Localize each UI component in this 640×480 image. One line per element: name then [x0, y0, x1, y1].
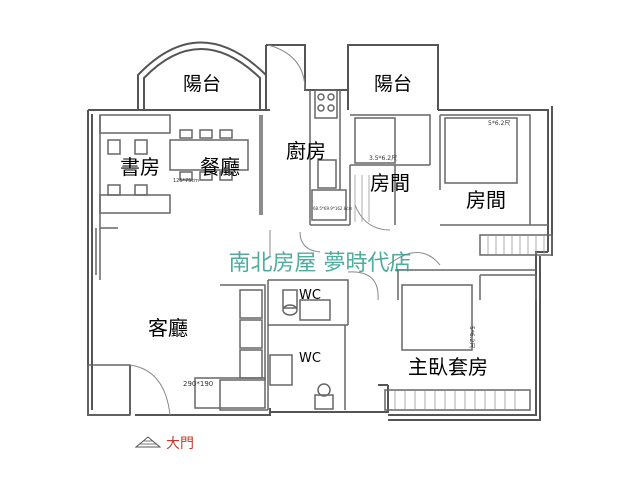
- partitions: [87, 89, 553, 416]
- entrance-legend: 大門: [134, 436, 194, 452]
- room-label-kitchen: 廚房: [286, 139, 326, 163]
- room-label-wc-lower: WC: [299, 351, 321, 366]
- room-label-bedroom-a: 房間: [370, 171, 410, 195]
- closet-hatch: [354, 175, 545, 409]
- room-label-living: 客廳: [148, 316, 188, 340]
- room-label-study: 書房: [120, 155, 160, 179]
- room-label-balcony-left: 陽台: [183, 73, 221, 95]
- dim-label-bed-a: 3.5*6.2尺: [369, 155, 397, 162]
- room-label-balcony-right: 陽台: [374, 73, 412, 95]
- dim-label-bed-master: 5*6.2尺: [468, 326, 475, 348]
- door-swings: [129, 44, 441, 416]
- dim-label-table: 125*75cm: [173, 178, 199, 184]
- dim-label-bed-b: 5*6.2尺: [488, 120, 510, 127]
- room-label-master-suite: 主臥套房: [408, 355, 488, 379]
- dim-label-sofa: 290*190: [183, 380, 213, 388]
- entrance-triangle-icon: [134, 436, 162, 448]
- watermark-text: 南北房屋 夢時代店: [229, 251, 412, 276]
- room-label-wc-upper: WC: [299, 288, 321, 303]
- dim-label-fridge: 68.5*69.9*162.8cm: [313, 206, 352, 211]
- entrance-label: 大門: [166, 436, 194, 452]
- room-label-bedroom-b: 房間: [466, 188, 506, 212]
- room-label-dining: 餐廳: [200, 155, 240, 179]
